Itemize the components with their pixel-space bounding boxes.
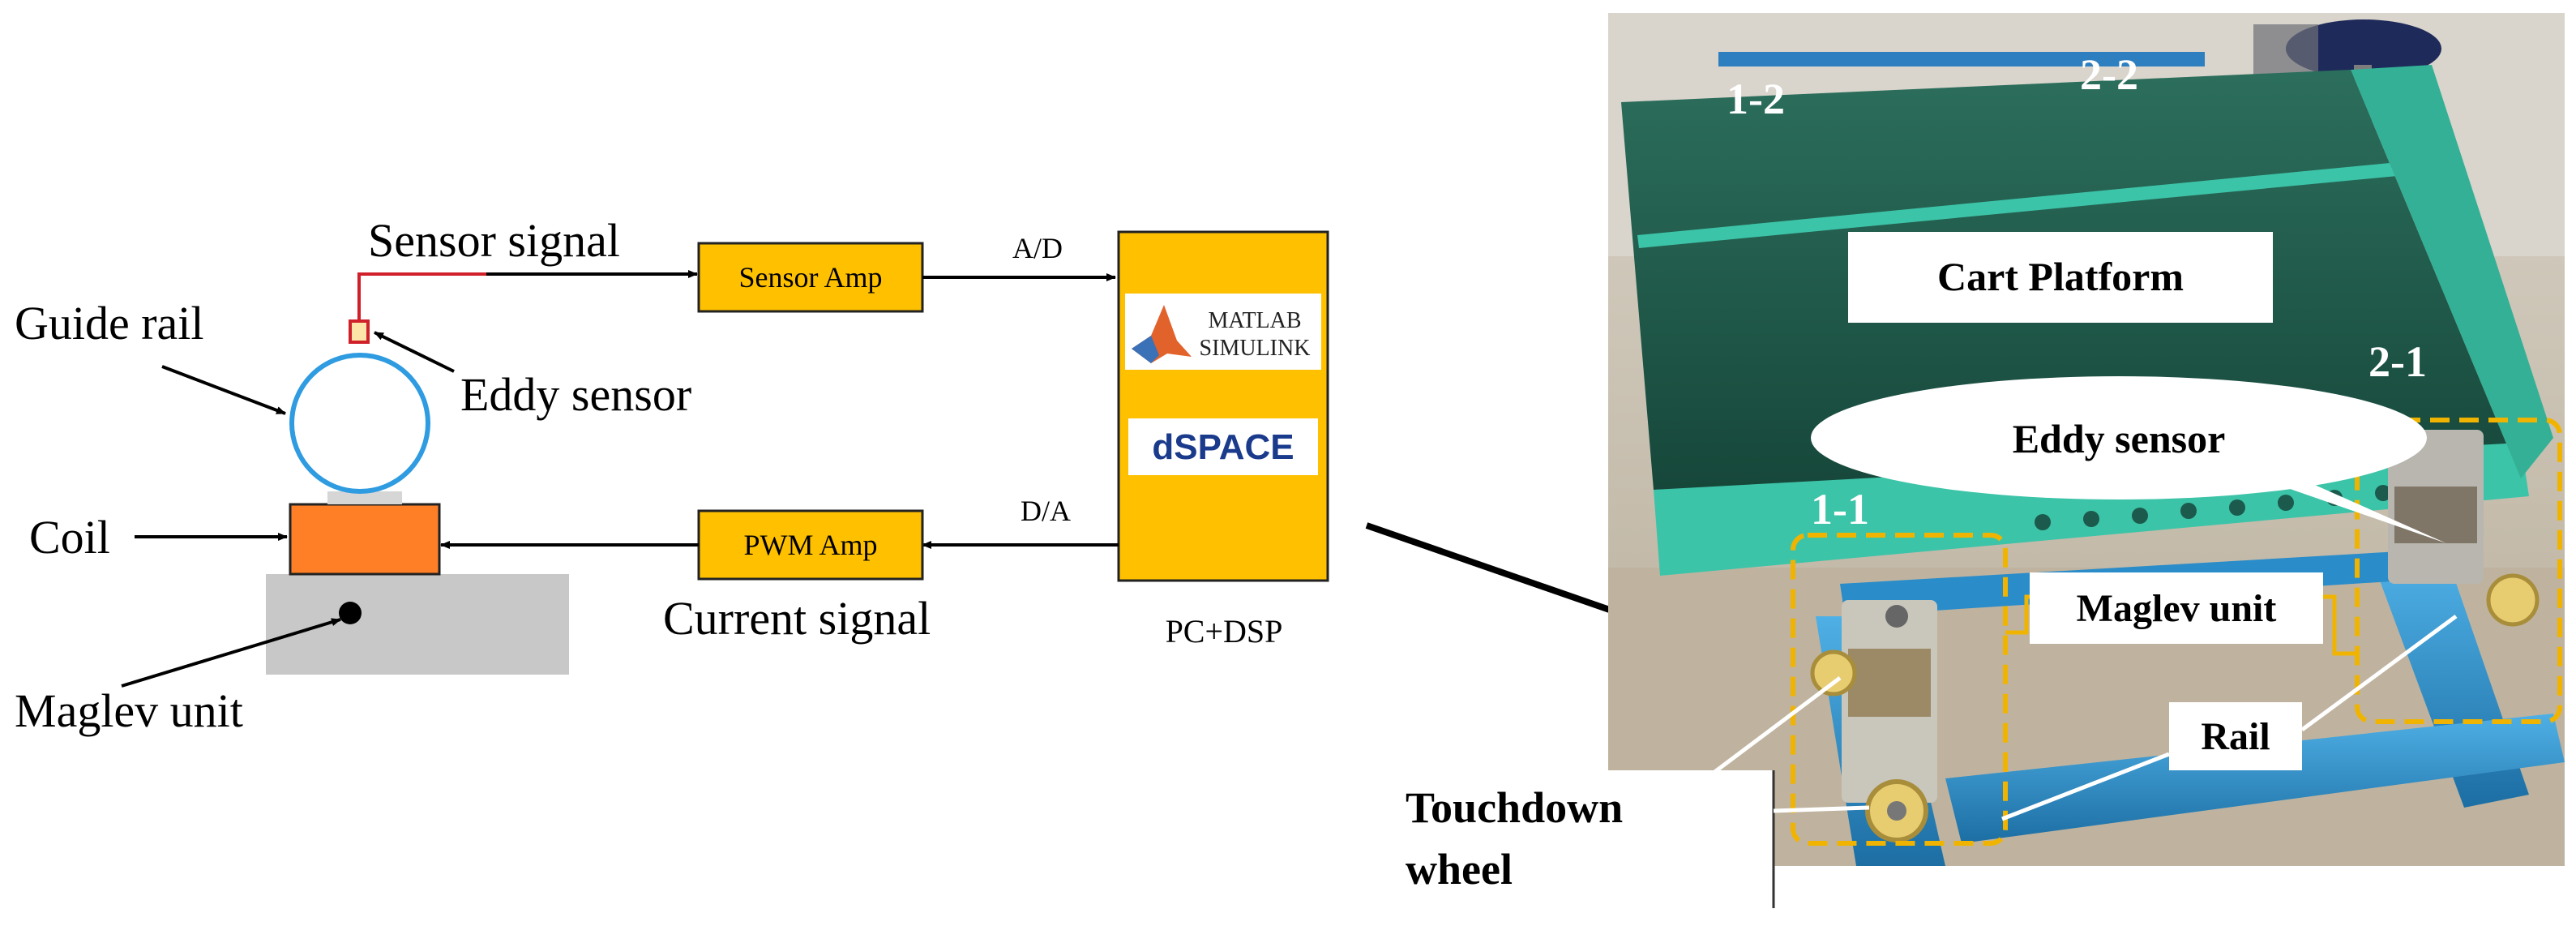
coil-block [289,503,441,576]
rail-label-box [2169,702,2302,770]
highlight-unit-1-1 [1791,533,2008,846]
eddy-sensor-element [349,319,370,344]
sensor-signal-label: Sensor signal [368,214,620,267]
blue-frame-top [1718,52,2205,66]
pwm-amp-label: PWM Amp [743,529,877,561]
guide-rail-label: Guide rail [15,297,204,349]
matlab-logo-line1: MATLAB [1208,308,1301,333]
maglev-unit-1-1-bolt [1885,605,1908,628]
eddy-sensor-pointer [374,331,455,373]
platform-seam [1637,159,2440,248]
control-schematic: Sensor Amp A/D MATLAB SIMULINK dSPACE PC… [15,214,1329,737]
maglev-unit-1-1-coil [1848,649,1931,717]
air-gap-spacer [327,491,402,504]
matlab-logo-line2: SIMULINK [1200,336,1311,361]
maglev-unit-2-1-coil [2394,487,2477,543]
unit-id-1-1: 1-1 [1811,485,1869,534]
touchdown-label-line2: wheel [1406,845,1513,894]
maglev-unit-photo-label-box [2030,572,2323,644]
pc-dsp-box [1117,230,1329,582]
stool-seat [2286,19,2441,78]
unit-id-2-2: 2-2 [2080,50,2138,99]
touchdown-wheel-1-1-hub [1887,801,1906,821]
unit-id-2-1: 2-1 [2368,337,2427,386]
rail-pointer-right [2300,614,2458,732]
guide-rail-ring [289,353,430,494]
touchdown-label-line1: Touchdown [1406,783,1623,832]
cart-photo: 1-2 2-2 2-1 1-1 Cart Platform Eddy senso… [1391,13,2565,908]
current-signal-label: Current signal [663,592,931,645]
ad-label: A/D [1012,232,1063,264]
cart-side-frame [2351,65,2553,478]
rail-photo-label: Rail [2201,715,2270,758]
dspace-logo-panel [1128,418,1318,475]
sensor-amp-label: Sensor Amp [738,261,882,294]
unit-id-1-2: 1-2 [1727,75,1785,123]
highlight-unit-2-1 [2355,418,2562,724]
touchdown-label-box [1391,770,1774,900]
coil-label: Coil [29,511,110,564]
maglev-unit-photo-label: Maglev unit [2077,587,2277,630]
maglev-unit-label: Maglev unit [15,684,243,737]
dspace-logo: dSPACE [1152,427,1294,467]
maglev-unit-block [266,574,569,675]
touchdown-pointer-1 [1709,676,1842,777]
guide-rail-pointer [161,365,286,415]
touchdown-pointer-2 [1773,805,1870,813]
pc-dsp-label: PC+DSP [1166,613,1283,649]
eddy-sensor-photo-label: Eddy sensor [2013,416,2226,461]
touchdown-wheel-2-1 [2486,573,2540,627]
maglev-unit-dot [339,602,362,624]
eddy-sensor-label: Eddy sensor [460,368,691,421]
cart-platform-label: Cart Platform [1937,254,2184,299]
matlab-membrane-shadow [1132,336,1159,363]
maglev-unit-pointer [121,618,341,688]
rail-cross-front [1945,714,2565,843]
sensor-signal-line [357,272,689,321]
da-label: D/A [1021,495,1071,527]
touchdown-wheel-upper [1810,649,1857,697]
eddy-sensor-callout [1811,376,2427,499]
cart-platform-label-box [1848,232,2273,323]
rail-pointer-left [2001,752,2170,821]
